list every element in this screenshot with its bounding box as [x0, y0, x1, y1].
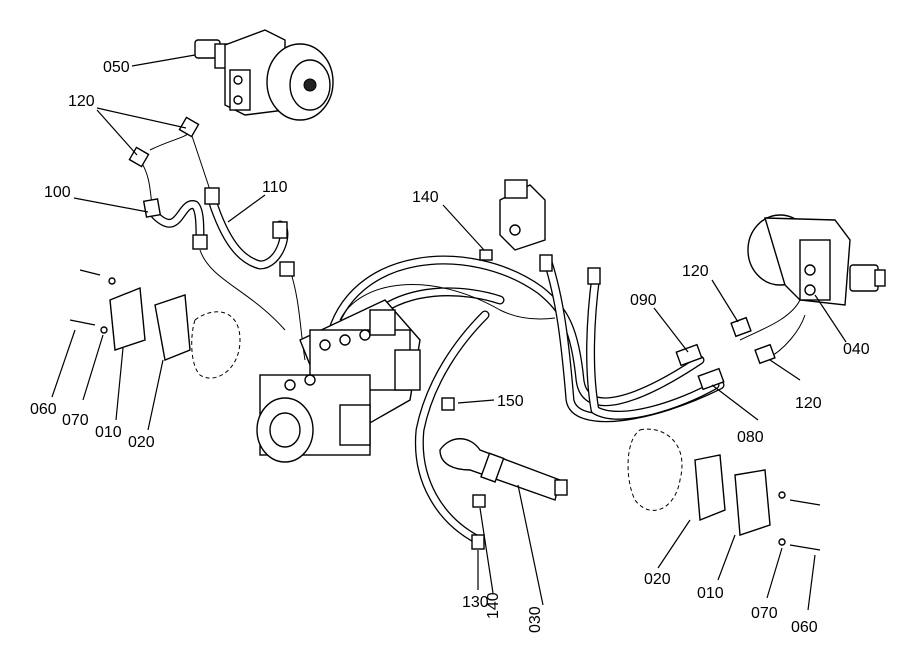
callout-010: 010 [697, 585, 724, 602]
callout-020: 020 [644, 571, 671, 588]
callout-120: 120 [68, 93, 95, 110]
callout-040: 040 [843, 341, 870, 358]
valve-block [479, 179, 546, 261]
leader-lines [51, 54, 847, 611]
right-fittings [539, 254, 776, 391]
callout-030: 030 [527, 606, 544, 633]
callout-010: 010 [95, 424, 122, 441]
left-mount-brackets [69, 269, 241, 379]
callout-070: 070 [751, 605, 778, 622]
callout-labels: 050 120 100 110 140 120 090 040 120 080 … [30, 59, 870, 636]
callout-090: 090 [630, 292, 657, 309]
callout-080: 080 [737, 429, 764, 446]
left-fittings [128, 116, 295, 277]
callout-120: 120 [795, 395, 822, 412]
callout-050: 050 [103, 59, 130, 76]
callout-060: 060 [791, 619, 818, 636]
callout-120: 120 [682, 263, 709, 280]
callout-150: 150 [497, 393, 524, 410]
callout-100: 100 [44, 184, 71, 201]
callout-140: 140 [412, 189, 439, 206]
callout-140: 140 [485, 592, 502, 619]
hose-assembly [139, 129, 806, 545]
callout-020: 020 [128, 434, 155, 451]
left-drive-motor [194, 29, 334, 121]
right-drive-motor [747, 214, 886, 306]
cylinder [439, 397, 568, 550]
callout-070: 070 [62, 412, 89, 429]
callout-130: 130 [462, 594, 489, 611]
hydraulic-pump [256, 299, 421, 463]
right-mount-brackets [627, 428, 821, 551]
callout-060: 060 [30, 401, 57, 418]
callout-110: 110 [262, 179, 288, 196]
